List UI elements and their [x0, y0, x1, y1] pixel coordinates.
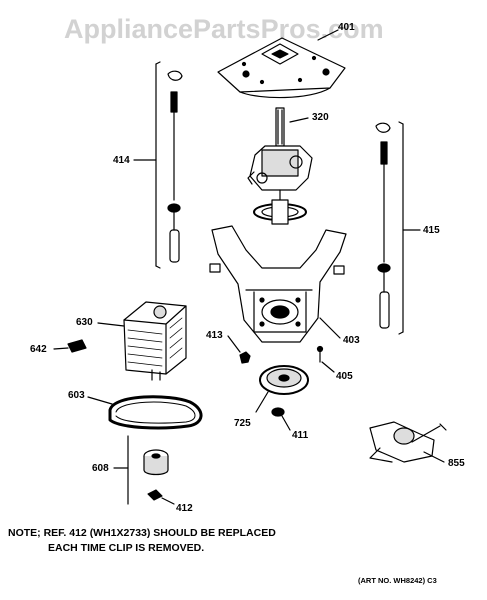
part-403-bracket [209, 225, 347, 343]
part-413-nut [227, 335, 251, 364]
callout-412: 412 [176, 503, 193, 514]
callout-608: 608 [92, 463, 109, 474]
part-414-suspension-rod [133, 61, 183, 269]
callout-403: 403 [343, 335, 360, 346]
callout-411: 411 [292, 430, 309, 441]
part-642-clip [53, 339, 87, 353]
callout-401: 401 [338, 22, 355, 33]
part-630-motor [97, 301, 187, 381]
part-603-belt [87, 395, 203, 430]
part-320-transmission [247, 107, 313, 225]
part-608-drive-pulley [113, 435, 169, 505]
part-411-washer [271, 407, 291, 431]
callout-630: 630 [76, 317, 93, 328]
watermark-text: AppliancePartsPros.com [64, 14, 384, 44]
callout-603: 603 [68, 390, 85, 401]
callout-415: 415 [423, 225, 440, 236]
part-401-dome [217, 29, 346, 99]
part-405-screw [316, 345, 335, 373]
part-412-clip [147, 489, 175, 505]
callout-642: 642 [30, 344, 47, 355]
replacement-note: NOTE; REF. 412 (WH1X2733) SHOULD BE REPL… [8, 526, 276, 556]
part-725-pulley [255, 365, 309, 413]
callout-405: 405 [336, 371, 353, 382]
part-855-pump [369, 421, 447, 463]
callout-855: 855 [448, 458, 465, 469]
note-line-2: EACH TIME CLIP IS REMOVED. [48, 542, 205, 554]
art-number: (ART NO. WH8242) C3 [358, 576, 437, 585]
note-line-1: NOTE; REF. 412 (WH1X2733) SHOULD BE REPL… [8, 527, 276, 539]
callout-320: 320 [312, 112, 329, 123]
part-415-suspension-rod [375, 121, 421, 335]
callout-725: 725 [234, 418, 251, 429]
callout-413: 413 [206, 330, 223, 341]
callout-414: 414 [113, 155, 130, 166]
